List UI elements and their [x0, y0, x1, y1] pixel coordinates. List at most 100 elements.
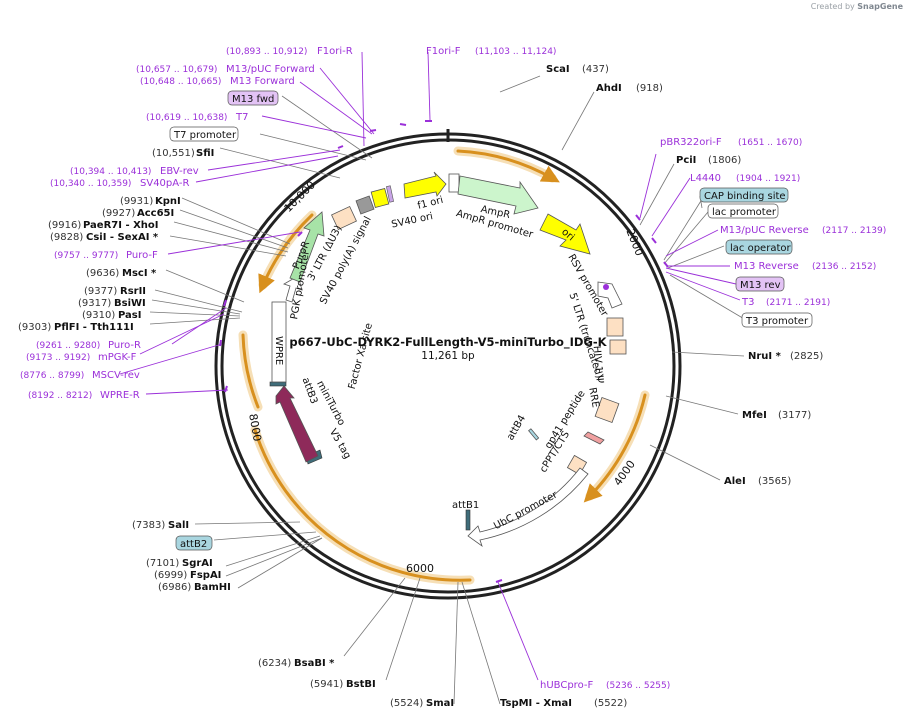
- site-mfei-pos: (3177): [778, 410, 811, 421]
- primer-f1ori-r-range: (10,893 .. 10,912): [226, 47, 307, 57]
- box-t7-promoter[interactable]: T7 promoter: [173, 130, 237, 141]
- site-acc65i[interactable]: Acc65I: [137, 208, 174, 219]
- ruler-8000: 8000: [246, 413, 264, 443]
- site-pcii[interactable]: PciI: [676, 155, 696, 166]
- ltr5-box[interactable]: [606, 317, 624, 337]
- box-attb2[interactable]: attB2: [180, 539, 207, 550]
- ruler-10000: 10,000: [282, 178, 318, 214]
- primer-f1ori-r[interactable]: F1ori-R: [317, 46, 353, 57]
- ltr3-box[interactable]: [331, 205, 357, 231]
- m13-rev-cluster: [603, 284, 609, 290]
- gp41-peptide[interactable]: [583, 431, 605, 445]
- site-smai[interactable]: SmaI: [426, 698, 454, 709]
- primer-puro-f-range: (9757 .. 9777): [54, 251, 118, 261]
- sv40pa-primer-tick: [386, 185, 394, 203]
- site-paer7i-xhoi[interactable]: PaeR7I - XhoI: [83, 220, 159, 231]
- wpre-box[interactable]: [271, 301, 287, 383]
- box-m13-fwd[interactable]: M13 fwd: [232, 94, 274, 105]
- site-rsrii[interactable]: RsrII: [120, 286, 146, 297]
- primer-m13-rev[interactable]: M13 Reverse: [734, 261, 799, 272]
- sv40-ori-box-2[interactable]: [370, 187, 390, 209]
- site-ahdi-pos: (918): [636, 83, 663, 94]
- box-lac-operator[interactable]: lac operator: [730, 243, 791, 254]
- site-kpni-pos: (9931): [120, 196, 153, 207]
- primer-t7[interactable]: T7: [235, 112, 248, 123]
- attb3-box[interactable]: [269, 381, 287, 387]
- site-sali[interactable]: SalI: [168, 520, 189, 531]
- primer-hubcpro-f[interactable]: hUBCpro-F: [540, 680, 593, 691]
- polya-box[interactable]: [355, 195, 375, 215]
- ori-arrow[interactable]: [539, 213, 591, 255]
- site-csii-sexai[interactable]: CsiI - SexAI *: [86, 232, 159, 243]
- primer-mscv-rev-range: (8776 .. 8799): [20, 371, 84, 381]
- primer-l4440[interactable]: L4440: [690, 173, 721, 184]
- primer-pbr322ori-f-range: (1651 .. 1670): [738, 138, 802, 148]
- primer-sv40pa-r[interactable]: SV40pA-R: [140, 178, 189, 189]
- site-nrui-pos: (2825): [790, 351, 823, 362]
- primer-m13puc-rev[interactable]: M13/pUC Reverse: [720, 225, 809, 236]
- primer-m13puc-fwd[interactable]: M13/pUC Forward: [226, 64, 315, 75]
- label-sv40-ori: SV40 ori: [391, 211, 434, 231]
- site-alei[interactable]: AleI: [724, 476, 746, 487]
- primer-pbr322ori-f[interactable]: pBR322ori-F: [660, 137, 722, 148]
- site-fspai[interactable]: FspAI: [190, 570, 221, 581]
- primer-m13-fwd[interactable]: M13 Forward: [230, 76, 295, 87]
- site-bamhi[interactable]: BamHI: [194, 582, 231, 593]
- site-ahdi[interactable]: AhdI: [596, 83, 622, 94]
- site-bsabi[interactable]: BsaBI *: [294, 658, 335, 669]
- box-lac-promoter[interactable]: lac promoter: [712, 207, 777, 218]
- attb1-box[interactable]: [465, 509, 471, 531]
- primer-f1ori-f[interactable]: F1ori-F: [426, 46, 461, 57]
- ampr-arrow[interactable]: [457, 175, 539, 215]
- site-bstbi-pos: (5941): [310, 679, 343, 690]
- rre-box[interactable]: [594, 397, 620, 423]
- primer-mpgk-f[interactable]: mPGK-F: [98, 352, 137, 363]
- ubc-promoter-arrow[interactable]: [467, 467, 589, 548]
- site-scai[interactable]: ScaI: [546, 64, 570, 75]
- f1-ori-box[interactable]: [448, 173, 460, 193]
- site-pflfi-tth111i[interactable]: PflFI - Tth111I: [54, 322, 134, 333]
- site-bamhi-pos: (6986): [158, 582, 191, 593]
- site-csii-pos: (9828): [50, 232, 83, 243]
- site-bstbi[interactable]: BstBI: [346, 679, 376, 690]
- label-attb1: attB1: [452, 500, 479, 511]
- attb4-box[interactable]: [528, 428, 540, 441]
- site-pcii-pos: (1806): [708, 155, 741, 166]
- site-scai-pos: (437): [582, 64, 609, 75]
- miniturbo-arrow[interactable]: [275, 385, 319, 463]
- site-msci[interactable]: MscI *: [122, 268, 157, 279]
- site-mfei[interactable]: MfeI: [742, 410, 767, 421]
- primer-puro-r[interactable]: Puro-R: [108, 340, 141, 351]
- site-sfii[interactable]: SfiI: [196, 148, 214, 159]
- feature-labels: f1 ori AmpR AmpR promoter SV40 ori ori R…: [273, 195, 610, 532]
- box-cap-binding-site[interactable]: CAP binding site: [704, 191, 786, 202]
- site-acc65i-pos: (9927): [102, 208, 135, 219]
- site-tspmi-xmai[interactable]: TspMI - XmaI: [500, 698, 572, 709]
- site-paer7i-pos: (9916): [48, 220, 81, 231]
- primer-t3[interactable]: T3: [741, 297, 754, 308]
- hiv-psi-box[interactable]: [609, 339, 627, 355]
- site-bsiwi[interactable]: BsiWI: [114, 298, 146, 309]
- site-nrui[interactable]: NruI *: [748, 351, 782, 362]
- sites-left: (10,551) SfiI (9931) KpnI (9927) Acc65I …: [18, 148, 231, 593]
- primer-sv40pa-r-range: (10,340 .. 10,359): [50, 179, 131, 189]
- site-sgrai[interactable]: SgrAI: [182, 558, 213, 569]
- site-smai-pos: (5524): [390, 698, 423, 709]
- plasmid-name: p667-UbC-DYRK2-FullLength-V5-miniTurbo_I…: [289, 335, 607, 350]
- primer-mscv-rev[interactable]: MSCV-rev: [92, 370, 140, 381]
- site-kpni[interactable]: KpnI: [155, 196, 181, 207]
- site-bsabi-pos: (6234): [258, 658, 291, 669]
- label-attb3: attB3: [300, 376, 320, 405]
- pgk-promoter-arrow[interactable]: [283, 275, 303, 303]
- sv40-ori-arrow[interactable]: [403, 171, 447, 199]
- box-t3-promoter[interactable]: T3 promoter: [745, 316, 809, 327]
- primer-puro-f[interactable]: Puro-F: [126, 250, 158, 261]
- label-hiv-psi: HIV-1 Ψ: [591, 345, 605, 384]
- primer-wpre-r[interactable]: WPRE-R: [100, 390, 140, 401]
- site-pasi[interactable]: PasI: [118, 310, 141, 321]
- box-m13-rev[interactable]: M13 rev: [740, 280, 781, 291]
- puror-arrow[interactable]: [289, 211, 325, 283]
- primer-m13-fwd-range: (10,648 .. 10,665): [140, 77, 221, 87]
- primer-ebv-rev[interactable]: EBV-rev: [160, 166, 199, 177]
